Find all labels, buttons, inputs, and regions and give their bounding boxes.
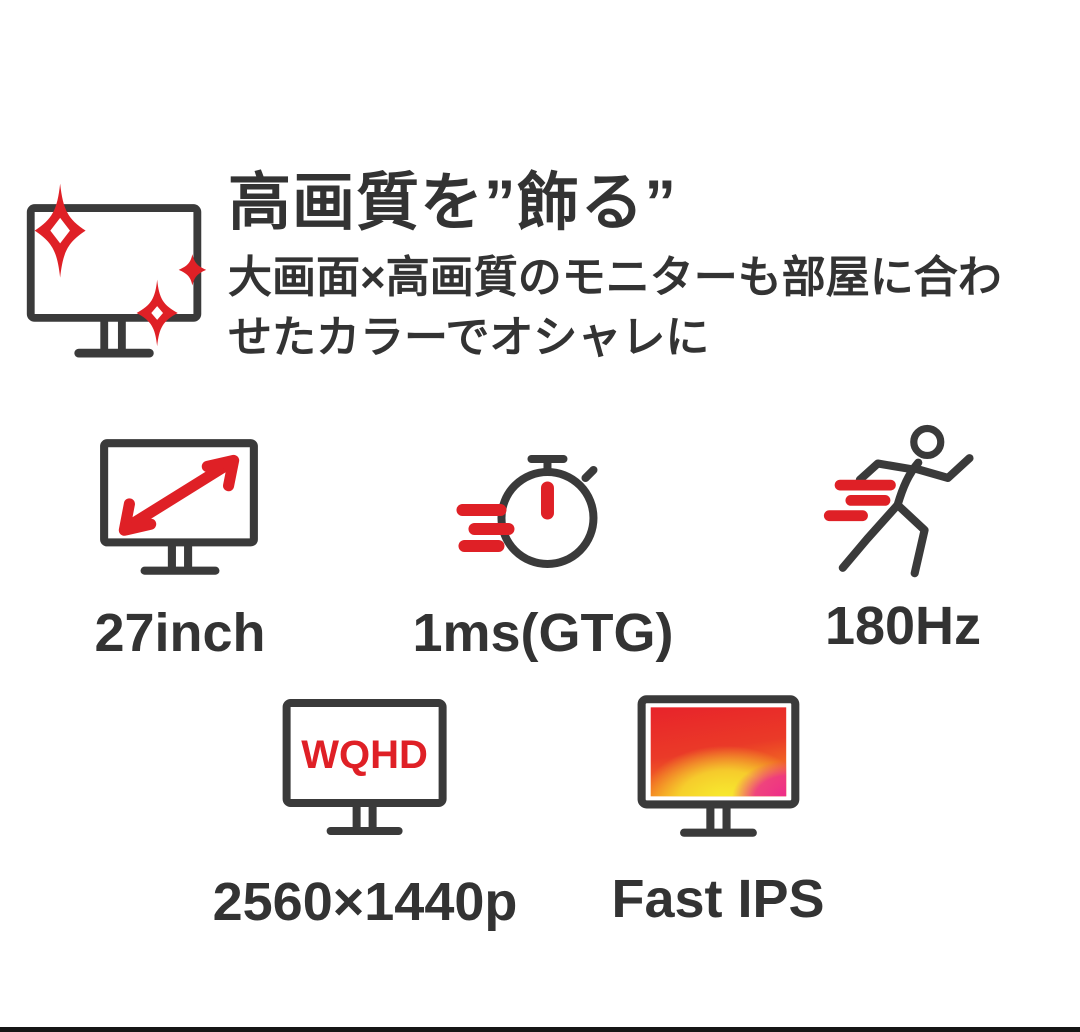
feature-panel-type: Fast IPS: [611, 692, 825, 929]
gradient-monitor-icon: [627, 692, 809, 842]
bottom-border-bar: [0, 1027, 1080, 1032]
wqhd-monitor-icon: WQHD: [274, 695, 456, 845]
feature-response-time: 1ms(GTG): [412, 422, 674, 663]
page-title: 高画質を”飾る”: [228, 168, 677, 238]
stopwatch-icon: [448, 422, 638, 600]
feature-label-resolution: 2560×1440p: [212, 872, 518, 932]
monitor-diagonal-arrow-icon: [94, 422, 266, 600]
feature-resolution: WQHD 2560×1440p: [212, 695, 518, 932]
sparkle-monitor-icon: [18, 162, 214, 362]
wqhd-screen-text: WQHD: [302, 733, 429, 777]
feature-refresh-rate: 180Hz: [813, 415, 993, 653]
feature-label-response-time: 1ms(GTG): [412, 603, 674, 663]
subtitle-line-2: せたカラーでオシャレに: [228, 313, 710, 362]
running-person-icon: [813, 415, 993, 593]
subtitle-line-1: 大画面×高画質のモニターも部屋に合わ: [228, 253, 1002, 302]
feature-label-panel-type: Fast IPS: [611, 869, 825, 929]
page-subtitle: 大画面×高画質のモニターも部屋に合わ せたカラーでオシャレに: [228, 248, 1002, 368]
feature-screen-size: 27inch: [94, 422, 266, 660]
feature-label-screen-size: 27inch: [94, 603, 266, 663]
feature-label-refresh-rate: 180Hz: [824, 596, 982, 656]
